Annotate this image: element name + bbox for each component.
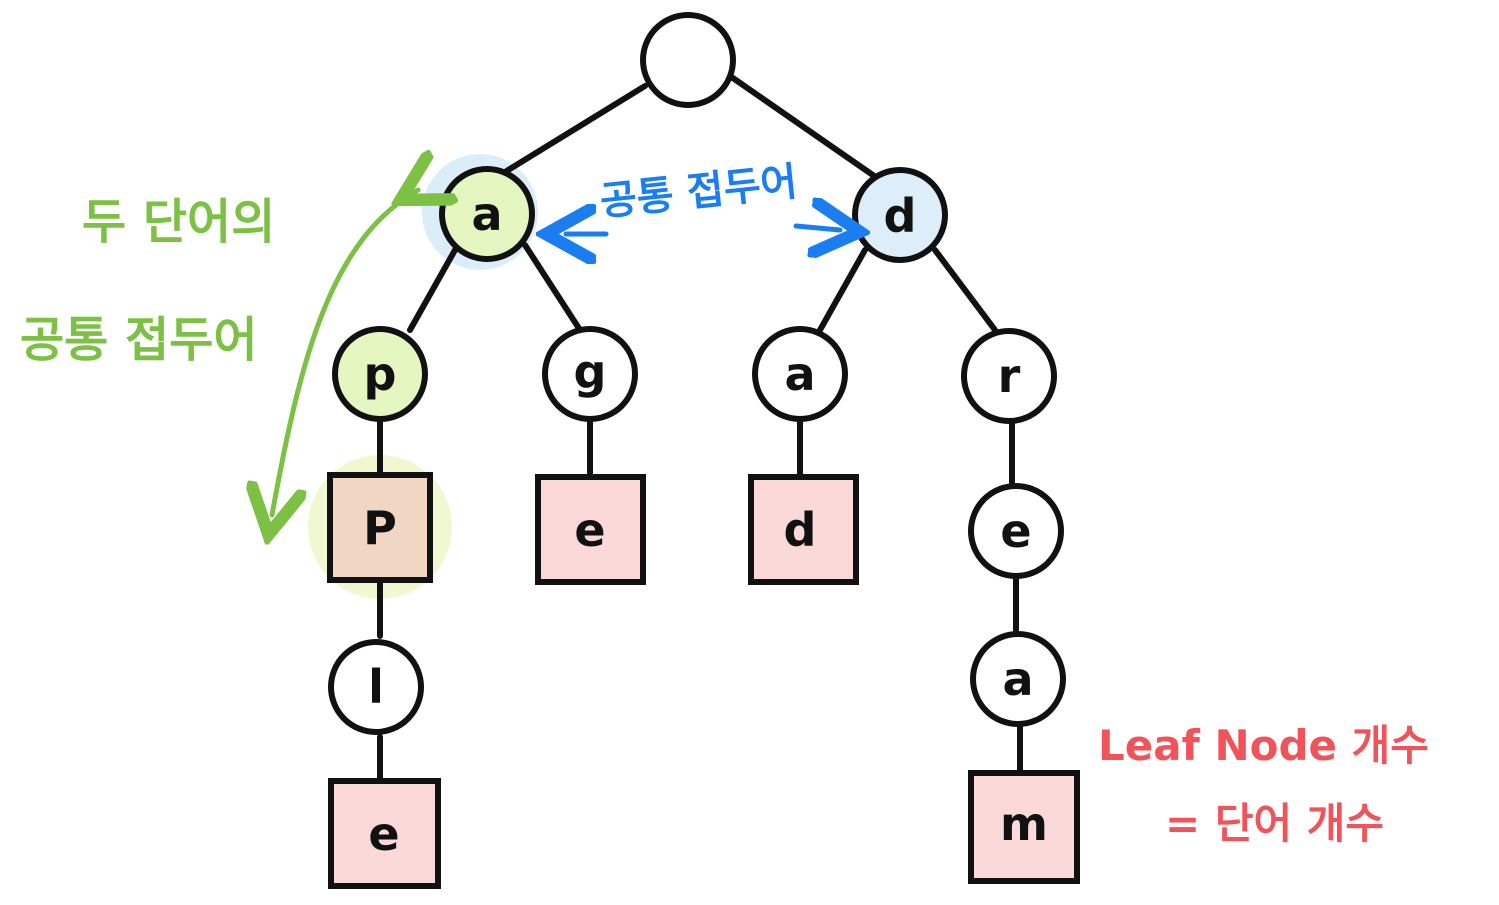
svg-text:a: a <box>1002 652 1033 706</box>
leaf-node-m: m <box>968 770 1080 884</box>
edge-d-a2 <box>817 247 868 333</box>
edge-root-a <box>502 83 648 175</box>
node-a2: a <box>752 326 848 422</box>
node-d: d <box>852 167 948 263</box>
svg-text:r: r <box>998 349 1021 403</box>
edge-a-g <box>522 242 583 333</box>
svg-text:m: m <box>1000 797 1048 851</box>
svg-text:g: g <box>574 345 607 399</box>
svg-text:e: e <box>1000 504 1031 558</box>
annotation-green-line1: 두 단어의 <box>82 194 275 250</box>
svg-text:d: d <box>784 503 817 557</box>
svg-text:l: l <box>368 660 384 714</box>
node-e2: e <box>968 483 1064 579</box>
annotation-green-line2: 공통 접두어 <box>20 312 258 368</box>
leaf-node-e1: e <box>535 474 646 585</box>
svg-text:a: a <box>471 187 502 241</box>
leaf-node-p2: P <box>327 472 433 583</box>
svg-text:e: e <box>368 807 399 861</box>
leaf-node-e3: e <box>328 778 441 889</box>
blue-arrow-right <box>793 226 840 230</box>
annotation-blue: 공통 접두어 <box>598 159 800 225</box>
svg-text:P: P <box>363 501 397 555</box>
svg-text:d: d <box>884 189 917 243</box>
node-r: r <box>961 328 1057 424</box>
node-p1: p <box>332 326 428 422</box>
node-a3: a <box>970 631 1066 727</box>
green-double-arrow <box>272 190 418 515</box>
svg-text:p: p <box>364 347 397 401</box>
edge-root-d <box>727 73 883 183</box>
svg-text:a: a <box>784 347 815 401</box>
leaf-node-d2: d <box>748 474 859 585</box>
node-l: l <box>328 639 424 735</box>
node-root <box>640 12 736 108</box>
annotation-red-line1: Leaf Node 개수 <box>1098 721 1429 770</box>
node-g: g <box>542 326 638 422</box>
annotation-red-line2: = 단어 개수 <box>1165 799 1384 848</box>
edge-d-r <box>932 247 998 333</box>
node-a: a <box>439 166 535 262</box>
svg-text:e: e <box>574 503 605 557</box>
edge-a-p <box>407 247 458 333</box>
